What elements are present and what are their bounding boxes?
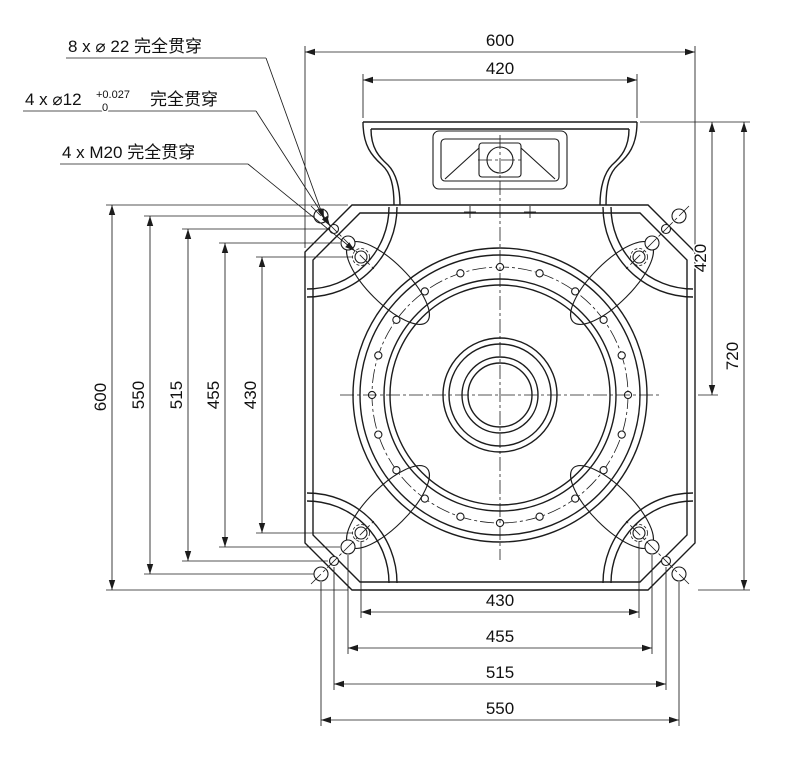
dimension-texts: 600 420 420 720 600 550 515 455 430 430 … <box>90 30 744 720</box>
dim-top-420: 420 <box>486 59 514 78</box>
dim-bottom-430: 430 <box>486 591 514 610</box>
callout-holes-12-suffix: 完全贯穿 <box>150 90 218 109</box>
dim-right-720: 720 <box>723 342 742 370</box>
flange-bolt-holes <box>367 262 633 528</box>
dim-left-550: 550 <box>129 381 148 409</box>
callout-texts: 8 x ⌀ 22 完全贯穿 4 x ⌀12 +0.027 0 完全贯穿 4 x … <box>24 36 220 164</box>
dim-bottom-550: 550 <box>486 699 514 718</box>
plate-outline <box>304 204 696 591</box>
dim-right-420: 420 <box>691 244 710 272</box>
dimension-lines <box>108 48 748 724</box>
extension-lines <box>106 46 750 726</box>
top-bracket <box>362 121 638 206</box>
callout-holes-m20: 4 x M20 完全贯穿 <box>62 143 195 162</box>
dim-bottom-515: 515 <box>486 663 514 682</box>
callout-holes-12-tolerance-upper: +0.027 <box>96 89 130 101</box>
callout-holes-12-prefix: 4 x ⌀12 <box>25 90 82 109</box>
dim-bottom-455: 455 <box>486 627 514 646</box>
corner-holes-top-right <box>630 208 687 266</box>
callout-holes-12-tolerance-lower: 0 <box>102 102 108 114</box>
dim-left-600: 600 <box>91 383 110 411</box>
callout-leaders <box>23 57 356 252</box>
dim-left-515: 515 <box>167 381 186 409</box>
dim-top-600: 600 <box>486 31 514 50</box>
dim-left-455: 455 <box>204 381 223 409</box>
center-marks <box>464 206 536 218</box>
callout-holes-22: 8 x ⌀ 22 完全贯穿 <box>68 37 202 56</box>
dim-left-430: 430 <box>241 381 260 409</box>
centerlines <box>310 135 690 585</box>
